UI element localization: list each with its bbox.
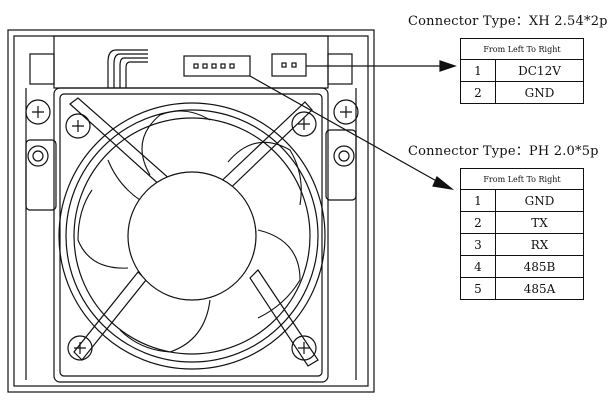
pin-signal: TX xyxy=(495,211,584,234)
pin-number: 5 xyxy=(460,277,496,300)
pin-signal: RX xyxy=(495,233,584,256)
ph-pinout-table: From Left To Right 1 GND 2 TX 3 RX 4 485… xyxy=(460,168,584,300)
fan-ring-mid xyxy=(65,109,319,363)
table-row: 1 DC12V xyxy=(460,59,584,82)
side-plate-right xyxy=(325,129,357,201)
fan-blades xyxy=(77,110,302,353)
fan-ring-inner xyxy=(73,117,311,355)
leader-xh xyxy=(306,60,457,72)
ph-connector-title: Connector Type：PH 2.0*5p xyxy=(408,144,599,159)
pin-number: 1 xyxy=(460,189,496,212)
table-row: From Left To Right xyxy=(460,168,584,190)
table-row: 2 GND xyxy=(460,81,584,104)
pin-signal: DC12V xyxy=(495,59,584,82)
table-row: 4 485B xyxy=(460,255,584,278)
frame-screws xyxy=(25,99,359,361)
pin-number: 3 xyxy=(460,233,496,256)
ph-connector xyxy=(183,55,251,77)
pin-number: 4 xyxy=(460,255,496,278)
top-cover xyxy=(53,35,329,89)
pin-number: 2 xyxy=(460,211,496,234)
xh-connector-title: Connector Type：XH 2.54*2p xyxy=(408,14,608,29)
pin-signal: GND xyxy=(495,81,584,104)
wire-bundle xyxy=(107,49,148,88)
cover-tab-left xyxy=(29,53,55,85)
outer-housing xyxy=(7,29,375,393)
leader-ph xyxy=(249,75,455,190)
cover-tab-right xyxy=(327,53,353,85)
pin-signal: 485B xyxy=(495,255,584,278)
table-row: 5 485A xyxy=(460,277,584,300)
pin-signal: GND xyxy=(495,189,584,212)
fan-ring-outer xyxy=(58,102,326,370)
table-row: 1 GND xyxy=(460,189,584,212)
table-row: 2 TX xyxy=(460,211,584,234)
table-row: 3 RX xyxy=(460,233,584,256)
side-plate-left xyxy=(25,139,57,211)
fan-frame xyxy=(53,87,329,383)
pin-signal: 485A xyxy=(495,277,584,300)
pin-number: 1 xyxy=(460,59,496,82)
xh-pinout-table: From Left To Right 1 DC12V 2 GND xyxy=(460,38,584,104)
xh-connector xyxy=(271,53,307,77)
fan-hub xyxy=(127,171,257,301)
pin-number: 2 xyxy=(460,81,496,104)
fan-frame-inner xyxy=(59,93,323,377)
ph-table-header: From Left To Right xyxy=(460,168,584,190)
xh-table-header: From Left To Right xyxy=(460,38,584,60)
table-row: From Left To Right xyxy=(460,38,584,60)
